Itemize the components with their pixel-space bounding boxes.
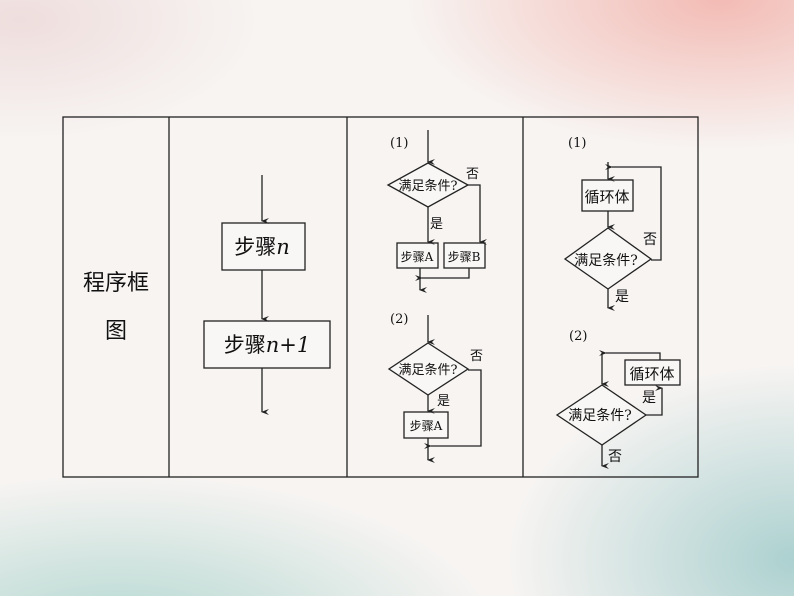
row-label-line1: 程序框 — [83, 271, 149, 296]
condition-label: 满足条件? — [568, 407, 632, 424]
no-loop-path — [605, 164, 662, 261]
step-n-box — [221, 222, 306, 271]
loop-body-label: 循环体 — [629, 365, 674, 383]
loop-structure-2: (2) 循环体 满足条件? 是 否 — [555, 329, 681, 469]
yes-label: 是 — [642, 390, 656, 406]
no-path — [424, 369, 482, 449]
merge-path — [415, 268, 470, 281]
step-b-label: 步骤B — [448, 250, 481, 264]
yes-label: 是 — [615, 289, 629, 305]
loop-return-path — [599, 350, 661, 360]
no-path — [468, 184, 487, 245]
condition-label: 满足条件? — [399, 178, 458, 194]
no-label: 否 — [466, 167, 479, 182]
row-label-line2: 图 — [105, 319, 127, 344]
condition-label: 满足条件? — [399, 362, 458, 378]
loop-structure-1: (1) 循环体 满足条件? 否 是 — [563, 136, 662, 311]
step-n-plus-1-label: 步骤n+1 — [224, 333, 310, 357]
step-a-label: 步骤A — [410, 419, 443, 433]
label-1: (1) — [568, 136, 586, 151]
condition-label: 满足条件? — [574, 252, 638, 269]
selection-structure-1: (1) 满足条件? 否 是 步骤A 步骤B — [386, 130, 487, 293]
loop-body-box — [624, 359, 681, 386]
table-border — [62, 116, 699, 478]
step-n-plus-1-box — [203, 320, 331, 369]
step-a-box — [403, 411, 449, 439]
yes-path — [646, 385, 663, 416]
selection-structure-2: (2) 满足条件? 否 是 步骤A — [387, 312, 483, 463]
sequence-structure: 步骤n 步骤n+1 — [203, 175, 331, 415]
loop-body-label: 循环体 — [584, 188, 629, 206]
step-n-label: 步骤n — [234, 235, 290, 259]
no-label: 否 — [643, 232, 657, 248]
step-a-label: 步骤A — [401, 250, 434, 264]
yes-label: 是 — [430, 217, 443, 232]
label-1: (1) — [390, 136, 408, 151]
yes-label: 是 — [437, 394, 450, 409]
no-label: 否 — [470, 349, 483, 364]
no-label: 否 — [608, 449, 622, 465]
label-2: (2) — [569, 329, 587, 344]
step-b-box — [443, 242, 486, 269]
step-a-box — [396, 242, 439, 269]
label-2: (2) — [390, 312, 408, 327]
